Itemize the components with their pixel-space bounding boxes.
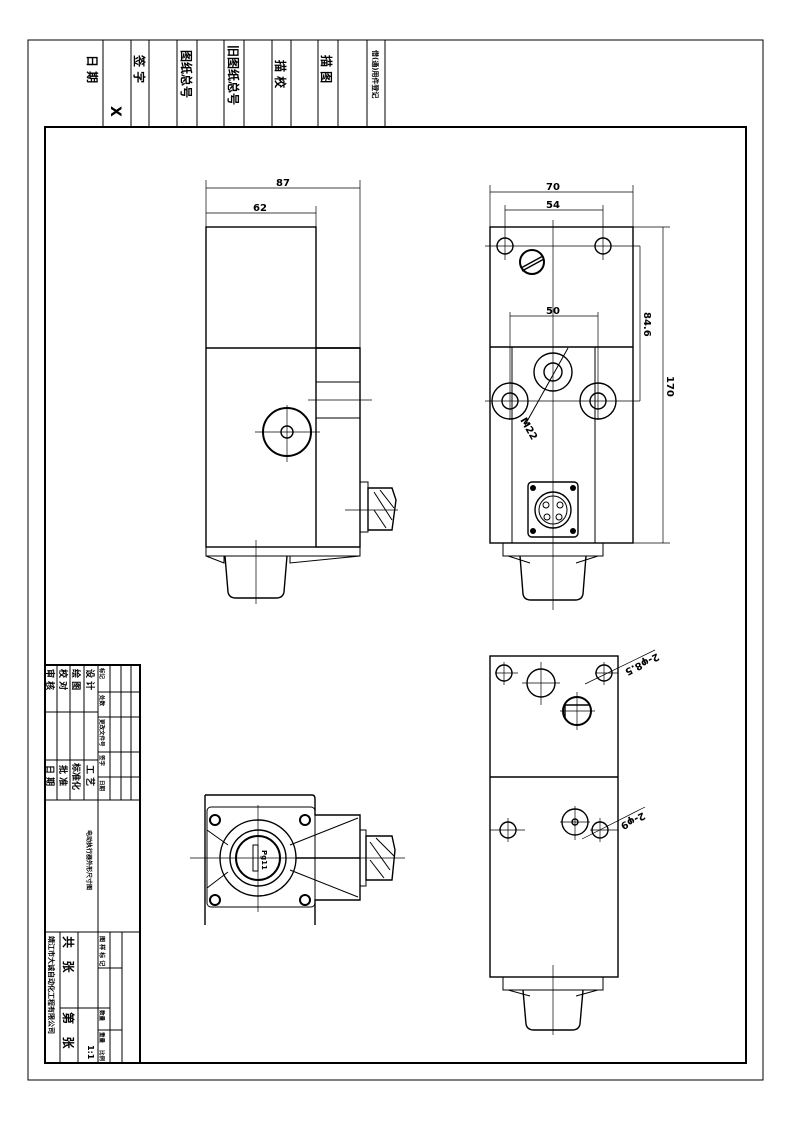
rev-header-mark: 标记 — [98, 667, 106, 680]
role-reviewer: 审 核 — [44, 669, 56, 690]
title-block: 审 核 校 对 绘 图 设 计 日 期 批 准 标准化 工 艺 标记 处数 更改… — [44, 664, 141, 1064]
dim-50: 50 — [546, 306, 560, 317]
rear-view: 2-φ8.5 2-φ9 — [489, 649, 661, 1035]
trace-check-label: 描 校 — [273, 60, 288, 89]
role-checker: 校 对 — [57, 669, 69, 690]
dim-62: 62 — [253, 203, 267, 214]
dim-54: 54 — [546, 200, 560, 211]
rear-holes-upper-label: 2-φ8.5 — [623, 650, 661, 676]
sheet-number: 第 张 — [61, 1012, 76, 1050]
trace-label: 描 图 — [319, 55, 334, 83]
drawing-number-label: 图纸总号 — [179, 50, 194, 98]
stage-label: 图 样 标 记 — [98, 936, 106, 966]
dim-84-6: 84.6 — [641, 312, 652, 337]
scale-value: 1:1 — [86, 1045, 95, 1060]
approval-date: 日 期 — [44, 765, 56, 786]
header-block: 日 期 X 签 字 图纸总号 旧图纸总号 描 校 描 图 借(通)用件登记 — [85, 40, 386, 127]
role-designer: 设 计 — [84, 669, 96, 690]
drawing-title: 电动执行器外形尺寸图 — [85, 830, 93, 890]
rev-header-doc: 更改文件号 — [98, 719, 106, 747]
role-drafter: 绘 图 — [70, 669, 82, 690]
approval-standard: 标准化 — [70, 762, 82, 790]
date-label: 日 期 — [85, 55, 100, 83]
signature-label: 签 字 — [132, 54, 147, 83]
outer-border — [27, 39, 764, 1081]
cable-gland-label: Pg11 — [260, 850, 268, 870]
old-drawing-number-label: 旧图纸总号 — [226, 45, 241, 105]
approval-approve: 批 准 — [57, 765, 69, 786]
sheets-total: 共 张 — [61, 936, 76, 974]
rev-header-date: 日期 — [98, 780, 106, 792]
x-mark: X — [107, 106, 123, 117]
company-name: 靖江市大诚自动化工程有限公司 — [47, 936, 56, 1034]
rear-holes-lower-label: 2-φ9 — [619, 809, 647, 831]
rev-header-sign: 签字 — [98, 754, 106, 767]
rev-header-count: 处数 — [98, 694, 106, 707]
scale-label: 比例 — [98, 1050, 106, 1062]
side-view: 87 62 — [205, 178, 398, 604]
mass-label: 重量 — [98, 1032, 106, 1044]
dim-70: 70 — [546, 182, 560, 193]
borrowed-parts-label: 借(通)用件登记 — [371, 49, 380, 98]
thread-label: M22 — [517, 416, 538, 442]
dim-87: 87 — [276, 178, 290, 189]
front-view: M22 70 54 50 84.6 170 — [485, 182, 675, 610]
inner-frame — [44, 126, 747, 1064]
weight-label: 数量 — [98, 1010, 106, 1022]
top-view: Pg11 — [190, 794, 405, 925]
dim-170: 170 — [664, 376, 675, 397]
approval-process: 工 艺 — [84, 765, 96, 786]
